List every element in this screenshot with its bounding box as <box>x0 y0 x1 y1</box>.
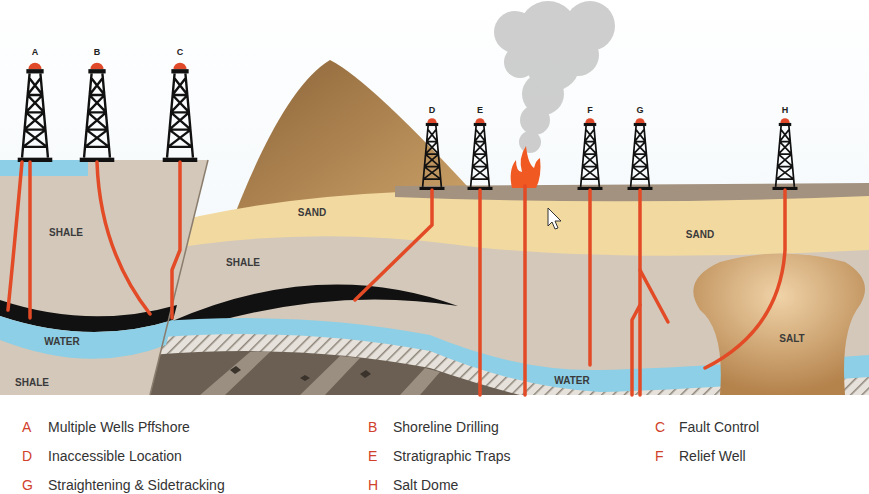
rig-letter: A <box>32 47 39 57</box>
legend-text: Relief Well <box>679 448 746 464</box>
legend-text: Straightening & Sidetracking <box>48 477 225 493</box>
layer-label: SHALE <box>226 257 260 268</box>
rig-letter: H <box>782 105 789 115</box>
strata <box>150 60 869 395</box>
layer-label: SHALE <box>49 227 83 238</box>
fire <box>511 146 541 188</box>
rig-letter: F <box>587 105 593 115</box>
legend-letter: D <box>22 448 32 464</box>
offshore-block <box>0 160 208 395</box>
legend-text: Salt Dome <box>393 477 458 493</box>
legend-text: Shoreline Drilling <box>393 419 499 435</box>
legend-letter: H <box>368 477 378 493</box>
salt-dome <box>693 254 865 396</box>
sky <box>0 0 869 395</box>
legend-text: Multiple Wells Pffshore <box>48 419 190 435</box>
legend-text: Stratigraphic Traps <box>393 448 511 464</box>
legend-letter: E <box>368 448 377 464</box>
smoke-cloud <box>494 1 615 153</box>
legend-letter: A <box>22 419 31 435</box>
rig-letter: C <box>177 47 184 57</box>
rig-letter: D <box>429 105 436 115</box>
well-paths <box>8 162 785 395</box>
mouse-cursor <box>548 208 561 229</box>
legend-letter: C <box>655 419 665 435</box>
rig-letter: G <box>636 105 643 115</box>
legend-letter: B <box>368 419 377 435</box>
layer-label: SHALE <box>15 377 49 388</box>
layer-label: WATER <box>554 375 589 386</box>
rig-letter: E <box>477 105 483 115</box>
legend-text: Inaccessible Location <box>48 448 182 464</box>
layer-label: WATER <box>44 336 79 347</box>
legend-text: Fault Control <box>679 419 759 435</box>
rig-letter: B <box>94 47 101 57</box>
drilling-rigs <box>18 63 798 190</box>
legend-letter: G <box>22 477 33 493</box>
layer-label: SAND <box>298 207 326 218</box>
layer-label: SALT <box>779 333 804 344</box>
layer-label: SAND <box>686 229 714 240</box>
legend-letter: F <box>655 448 664 464</box>
